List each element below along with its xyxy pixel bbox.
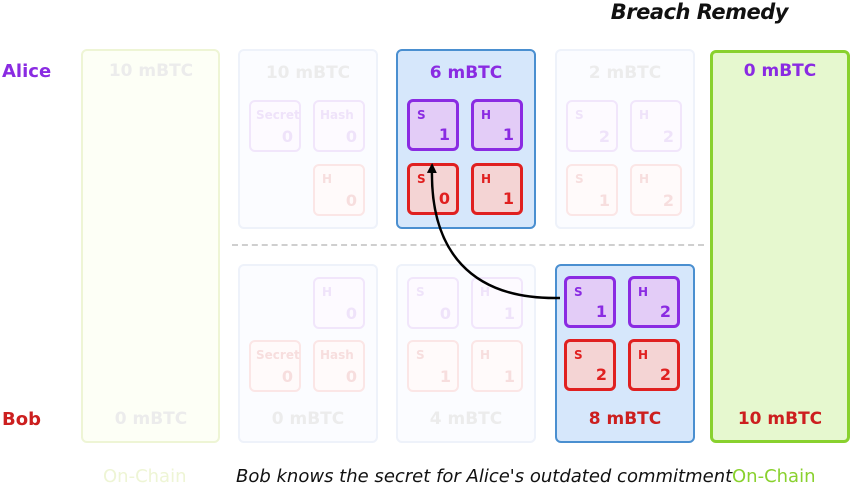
party-divider <box>232 244 704 246</box>
bob-label: Bob <box>2 409 41 430</box>
caption: Bob knows the secret for Alice's outdate… <box>236 466 733 487</box>
alice-label: Alice <box>2 61 52 82</box>
onchain-alice-amount: 0 mBTC <box>743 61 817 81</box>
onchain-initial-label: On-Chain <box>103 466 187 487</box>
bob-commitment-2-amount: 8 mBTC <box>588 409 662 429</box>
onchain-label: On-Chain <box>732 466 816 487</box>
alice-commitment-0-amount: 10 mBTC <box>265 63 351 83</box>
diagram-title: Breach Remedy <box>610 0 789 24</box>
onchain-initial-alice-amount: 10 mBTC <box>108 61 194 81</box>
onchain-column-breach-remedy <box>710 50 850 443</box>
onchain-initial-bob-amount: 0 mBTC <box>114 409 188 429</box>
alice-commitment-2-amount: 2 mBTC <box>588 63 662 83</box>
bob-commitment-1-amount: 4 mBTC <box>429 409 503 429</box>
onchain-column-initial <box>81 49 220 443</box>
bob-commitment-0-amount: 0 mBTC <box>271 409 345 429</box>
onchain-bob-amount: 10 mBTC <box>737 409 823 429</box>
alice-commitment-1-amount: 6 mBTC <box>429 63 503 83</box>
